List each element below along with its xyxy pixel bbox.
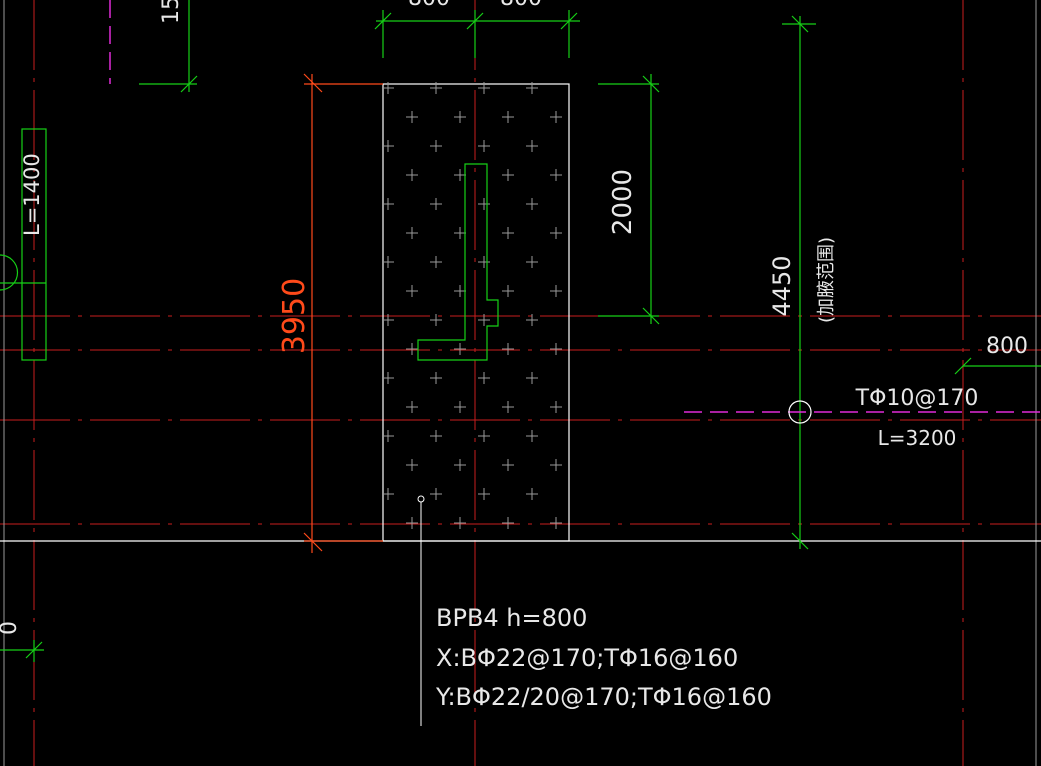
slab-label-line2: X:BΦ22@170;TΦ16@160 (436, 644, 738, 672)
left-strip-arc (0, 254, 19, 291)
slab-hatch (382, 82, 562, 529)
left-strip-outline (21, 128, 47, 361)
top-dim-tick-right (560, 12, 578, 30)
top-left-dimension (139, 0, 198, 93)
slab-outline (382, 83, 570, 542)
slab-label-line1: BPB4 h=800 (436, 604, 587, 632)
grey-lines (3, 0, 1037, 766)
slab-label-line3: Y:BΦ22/20@170;TΦ16@160 (435, 683, 772, 711)
top-dim-right-label: 800 (500, 0, 542, 11)
dim-4450-tick-top (791, 15, 809, 33)
dim-3950-tick-bottom (303, 532, 323, 552)
dim-2000-label: 2000 (608, 169, 638, 235)
dim-3950-tick-top (303, 73, 323, 93)
left-strip (0, 128, 47, 361)
dim-4450-tick-bottom (791, 532, 809, 550)
slab-bpb4 (382, 82, 570, 542)
dim-4450-label: 4450 (768, 255, 796, 316)
slab-label-leader (417, 495, 425, 726)
dimension-4450 (782, 15, 816, 550)
dim-2000-tick-bottom (642, 307, 660, 325)
dimension-right-800 (954, 357, 1041, 375)
dim-right-800-label: 800 (986, 334, 1028, 359)
dim-4450-note: (加腋范围) (816, 237, 837, 323)
top-dimension (374, 10, 580, 58)
top-dim-left-label: 800 (408, 0, 450, 11)
bottom-left-dim-label: 0 (0, 621, 22, 635)
top-left-dim-label: 15 (159, 0, 184, 24)
dimension-3950 (303, 73, 383, 553)
rebar-spec-label: TΦ10@170 (855, 386, 979, 411)
dim-3950-label: 3950 (277, 278, 312, 354)
green-opening-outline (417, 163, 499, 361)
dimension-2000 (598, 74, 660, 325)
top-dim-tick-mid (466, 12, 484, 30)
leader-dot (417, 495, 425, 503)
bottom-left-dimension (0, 640, 44, 662)
top-dim-tick-left (374, 12, 392, 30)
bl-dim-tick (25, 641, 43, 659)
dim-2000-tick-top (642, 75, 660, 93)
rebar-length-label: L=3200 (878, 426, 957, 450)
tl-dim-tick (180, 75, 198, 93)
left-strip-length: L=1400 (20, 153, 44, 236)
rebar-section-circle (788, 400, 812, 424)
dim-r800-tick (954, 357, 972, 375)
